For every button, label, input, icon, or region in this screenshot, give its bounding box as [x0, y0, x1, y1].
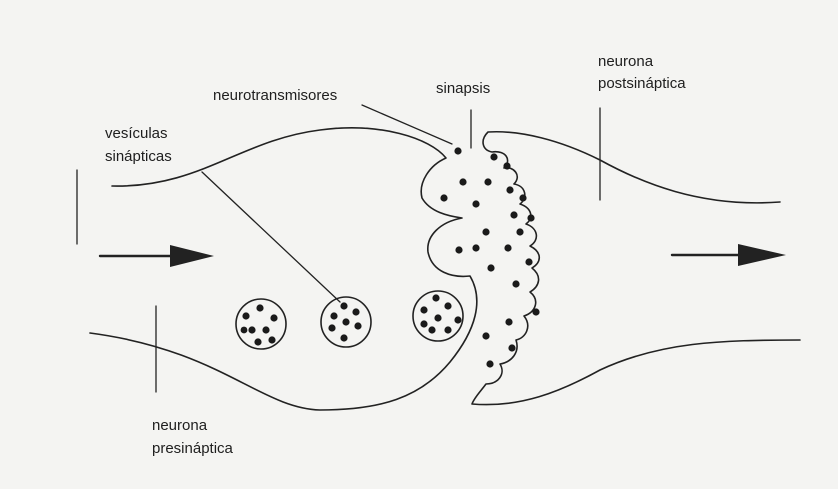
vesicle-2-neurotransmitters — [328, 302, 361, 341]
vesicles-leader-line — [202, 172, 340, 302]
vesicle-3-neurotransmitters — [420, 294, 461, 333]
postsynaptic-label-line2: postsináptica — [598, 75, 686, 92]
vesicle-1-neurotransmitters — [241, 304, 278, 345]
vesicles-label-line2: sinápticas — [105, 148, 172, 165]
postsynaptic-neuron-outline — [472, 132, 800, 405]
neurotransmitters-leader-line — [362, 105, 452, 144]
arrow-right-icon — [672, 244, 786, 266]
presynaptic-terminal-outline — [90, 128, 477, 410]
presynaptic-label-line2: presináptica — [152, 440, 234, 457]
vesicles-label-line1: vesículas — [105, 125, 168, 142]
postsynaptic-label-line1: neurona — [598, 53, 654, 70]
synapse-label: sinapsis — [436, 80, 490, 97]
arrow-right-icon — [100, 245, 214, 267]
presynaptic-label-line1: neurona — [152, 417, 208, 434]
neurotransmitters-label: neurotransmisores — [213, 87, 337, 104]
